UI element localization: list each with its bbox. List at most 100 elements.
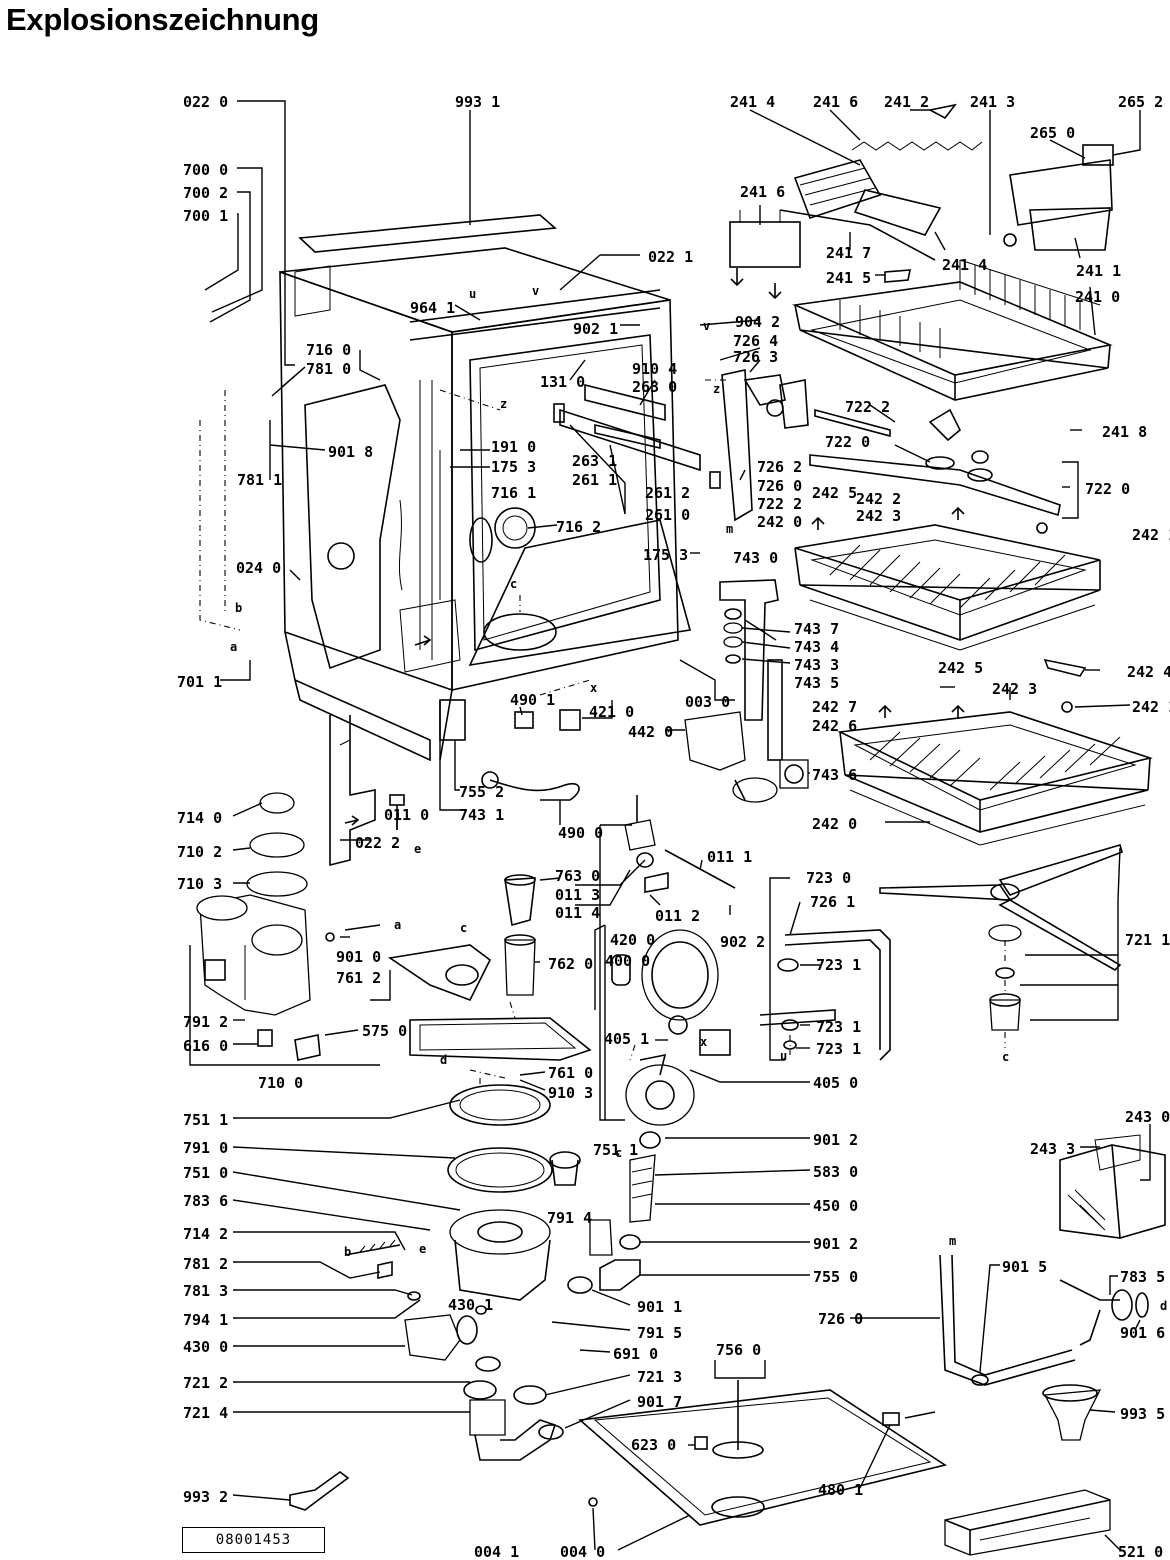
part-label: 743 3	[794, 656, 839, 674]
part-label: 242 4	[1127, 663, 1170, 681]
part-label: 241 5	[826, 269, 871, 287]
part-label: 691 0	[613, 1345, 658, 1363]
part-label: 783 5	[1120, 1268, 1165, 1286]
reference-letter: b	[344, 1245, 351, 1259]
part-label: 716 0	[306, 341, 351, 359]
part-label: 723 1	[816, 956, 861, 974]
part-label: 004 0	[560, 1543, 605, 1560]
part-label: 726 3	[733, 348, 778, 366]
part-label: 901 2	[813, 1131, 858, 1149]
part-label: 265 0	[1030, 124, 1075, 142]
reference-letter: x	[590, 681, 597, 695]
part-label: 430 1	[448, 1296, 493, 1314]
part-label: 710 3	[177, 875, 222, 893]
part-label: 024 0	[236, 559, 281, 577]
part-label: 242 6	[812, 717, 857, 735]
part-label: 004 1	[474, 1543, 519, 1560]
part-label: 902 1	[573, 320, 618, 338]
part-label: 405 0	[813, 1074, 858, 1092]
part-label: 191 0	[491, 438, 536, 456]
part-label: 430 0	[183, 1338, 228, 1356]
part-label: 743 7	[794, 620, 839, 638]
part-label: 450 0	[813, 1197, 858, 1215]
reference-letter: c	[1002, 1050, 1009, 1064]
part-label: 442 0	[628, 723, 673, 741]
part-label: 400 0	[605, 952, 650, 970]
part-label: 726 4	[733, 332, 778, 350]
part-label: 743 0	[733, 549, 778, 567]
part-label: 726 0	[818, 1310, 863, 1328]
part-label: 723 0	[806, 869, 851, 887]
part-label: 743 1	[459, 806, 504, 824]
reference-letter: u	[780, 1049, 787, 1063]
part-label: 714 0	[177, 809, 222, 827]
page-title: Explosionszeichnung	[6, 2, 319, 37]
part-label: 722 0	[1085, 480, 1130, 498]
part-label: 241 2	[884, 93, 929, 111]
part-label: 480 1	[818, 1481, 863, 1499]
part-label: 131 0	[540, 373, 585, 391]
part-label: 723 1	[816, 1040, 861, 1058]
assembly-arrows	[344, 268, 965, 826]
part-label: 901 7	[637, 1393, 682, 1411]
part-label: 261 2	[645, 484, 690, 502]
part-label: 261 1	[572, 471, 617, 489]
reference-letter: v	[532, 284, 539, 298]
tub-frame	[279, 247, 692, 762]
part-label: 700 2	[183, 184, 228, 202]
part-label: 243 3	[1030, 1140, 1075, 1158]
part-label: 242 3	[856, 507, 901, 525]
part-label: 901 6	[1120, 1324, 1165, 1342]
part-label: 964 1	[410, 299, 455, 317]
part-label: 616 0	[183, 1037, 228, 1055]
part-label: 902 2	[720, 933, 765, 951]
part-label: 781 3	[183, 1282, 228, 1300]
part-label: 003 0	[685, 693, 730, 711]
part-label: 710 0	[258, 1074, 303, 1092]
part-label: 716 2	[556, 518, 601, 536]
part-label: 743 5	[794, 674, 839, 692]
reference-letter: b	[235, 601, 242, 615]
part-label: 751 1	[593, 1141, 638, 1159]
part-label: 242 1	[1132, 698, 1170, 716]
water-softener	[196, 792, 381, 1061]
part-label: 791 5	[637, 1324, 682, 1342]
part-label: 521 0	[1118, 1543, 1163, 1560]
part-label: 490 0	[558, 824, 603, 842]
part-label: 761 0	[548, 1064, 593, 1082]
part-label: 755 2	[459, 783, 504, 801]
part-label: 901 2	[813, 1235, 858, 1253]
part-label: 261 0	[645, 506, 690, 524]
part-label: 701 1	[177, 673, 222, 691]
part-label: 263 0	[632, 378, 677, 396]
part-label: 175 3	[491, 458, 536, 476]
part-label: 575 0	[362, 1022, 407, 1040]
part-label: 781 0	[306, 360, 351, 378]
part-label: 722 0	[825, 433, 870, 451]
part-label: 011 3	[555, 886, 600, 904]
part-label: 794 1	[183, 1311, 228, 1329]
part-label: 241 1	[1076, 262, 1121, 280]
part-label: 242 5	[812, 484, 857, 502]
part-label: 241 7	[826, 244, 871, 262]
part-label: 241 6	[813, 93, 858, 111]
part-label: 022 0	[183, 93, 228, 111]
part-label: 710 2	[177, 843, 222, 861]
pump-motor	[567, 929, 731, 1294]
part-label: 700 1	[183, 207, 228, 225]
part-label: 011 1	[707, 848, 752, 866]
part-label: 910 4	[632, 360, 677, 378]
part-label: 751 0	[183, 1164, 228, 1182]
part-drawings	[196, 103, 1166, 1556]
reference-letter: e	[419, 1242, 426, 1256]
part-label: 762 0	[548, 955, 593, 973]
part-label: 993 1	[455, 93, 500, 111]
part-label: 242 2	[856, 490, 901, 508]
part-label: 781 1	[237, 471, 282, 489]
reference-letter: x	[700, 1035, 707, 1049]
part-label: 241 4	[730, 93, 775, 111]
part-label: 781 2	[183, 1255, 228, 1273]
assembly-lines	[199, 379, 1006, 1085]
